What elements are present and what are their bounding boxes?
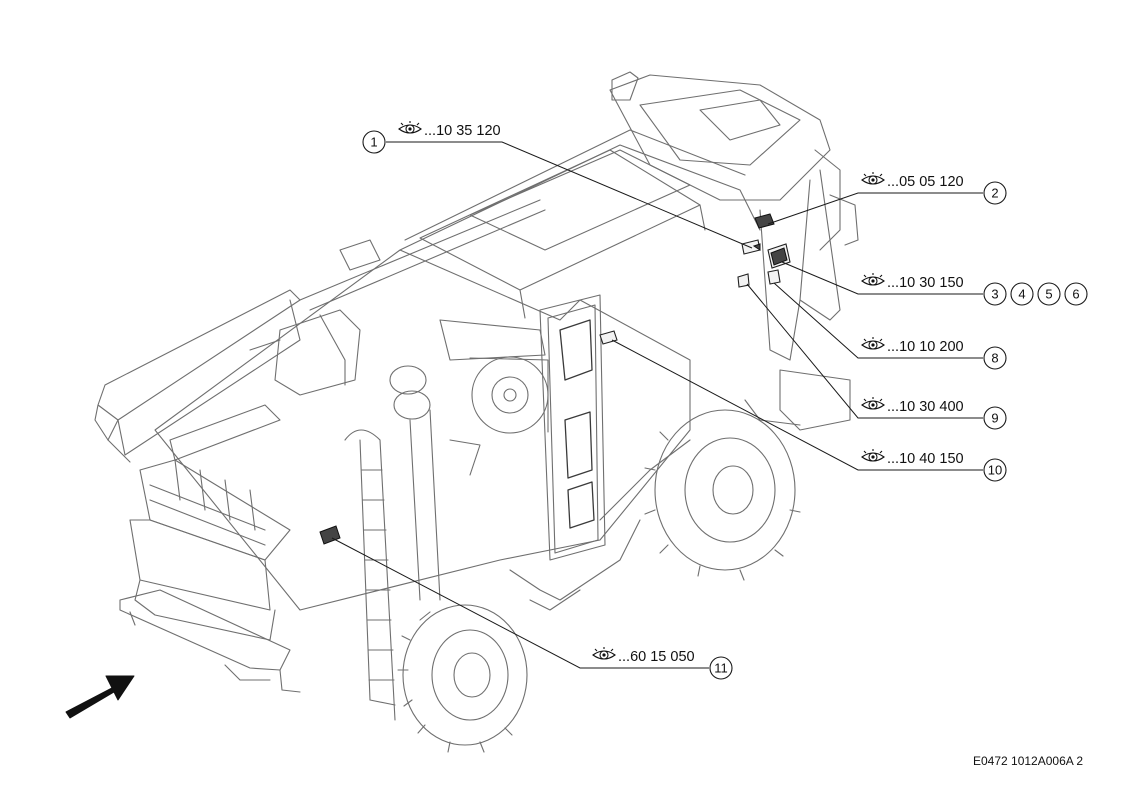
callout-1: 1 ...10 35 120 bbox=[362, 120, 501, 154]
callout-number-5: 5 bbox=[1045, 287, 1052, 302]
reference-code-10: ...10 40 150 bbox=[887, 451, 964, 467]
components bbox=[319, 213, 791, 545]
eye-icon bbox=[861, 336, 885, 350]
combine-harvester-body bbox=[94, 71, 859, 753]
eye-icon bbox=[861, 171, 885, 185]
reference-code-1: ...10 35 120 bbox=[424, 123, 501, 139]
callout-number-8: 8 bbox=[991, 351, 998, 366]
callout-10: 10 ...10 40 150 bbox=[861, 448, 1007, 482]
component-10-sensor bbox=[599, 330, 618, 345]
eye-icon bbox=[861, 448, 885, 462]
callout-number-9: 9 bbox=[991, 411, 998, 426]
component-8-box bbox=[737, 273, 750, 288]
callout-circle-2 bbox=[983, 181, 1007, 205]
callout-11: 11 ...60 15 050 bbox=[592, 646, 733, 680]
leader-lines bbox=[331, 141, 983, 669]
arrow-icon bbox=[65, 675, 135, 719]
reference-code-2: ...05 05 120 bbox=[887, 174, 964, 190]
callout-number-1: 1 bbox=[370, 135, 377, 150]
component-9-unit bbox=[767, 269, 781, 285]
callout-number-11: 11 bbox=[714, 661, 728, 676]
callout-circle-10 bbox=[983, 458, 1007, 482]
reference-code-8: ...10 10 200 bbox=[887, 339, 964, 355]
callout-8: 8 ...10 10 200 bbox=[861, 336, 1007, 370]
callout-circle-3 bbox=[983, 282, 1007, 306]
callout-number-2: 2 bbox=[991, 186, 998, 201]
callout-circle-8 bbox=[983, 346, 1007, 370]
eye-icon bbox=[861, 272, 885, 286]
callout-2: 2 ...05 05 120 bbox=[861, 171, 1007, 205]
callout-circle-6 bbox=[1064, 282, 1088, 306]
callout-3-6: 3 4 5 6 ...10 30 150 bbox=[861, 272, 1088, 306]
eye-icon bbox=[592, 646, 616, 660]
callout-number-3: 3 bbox=[991, 287, 998, 302]
callout-number-6: 6 bbox=[1072, 287, 1079, 302]
callout-number-10: 10 bbox=[988, 463, 1002, 478]
drawing-code: E0472 1012A006A 2 bbox=[973, 754, 1084, 768]
reference-code-3: ...10 30 150 bbox=[887, 275, 964, 291]
component-11-module bbox=[319, 525, 341, 545]
reference-code-11: ...60 15 050 bbox=[618, 649, 695, 665]
callout-circle-11 bbox=[709, 656, 733, 680]
callout-9: 9 ...10 30 400 bbox=[861, 396, 1007, 430]
callout-circle-1 bbox=[362, 130, 386, 154]
callout-number-4: 4 bbox=[1018, 287, 1025, 302]
callout-circle-9 bbox=[983, 406, 1007, 430]
reference-code-9: ...10 30 400 bbox=[887, 399, 964, 415]
callout-circle-4 bbox=[1010, 282, 1034, 306]
eye-icon bbox=[398, 120, 422, 134]
component-2-joystick bbox=[754, 213, 775, 229]
callout-circle-5 bbox=[1037, 282, 1061, 306]
eye-icon bbox=[861, 396, 885, 410]
